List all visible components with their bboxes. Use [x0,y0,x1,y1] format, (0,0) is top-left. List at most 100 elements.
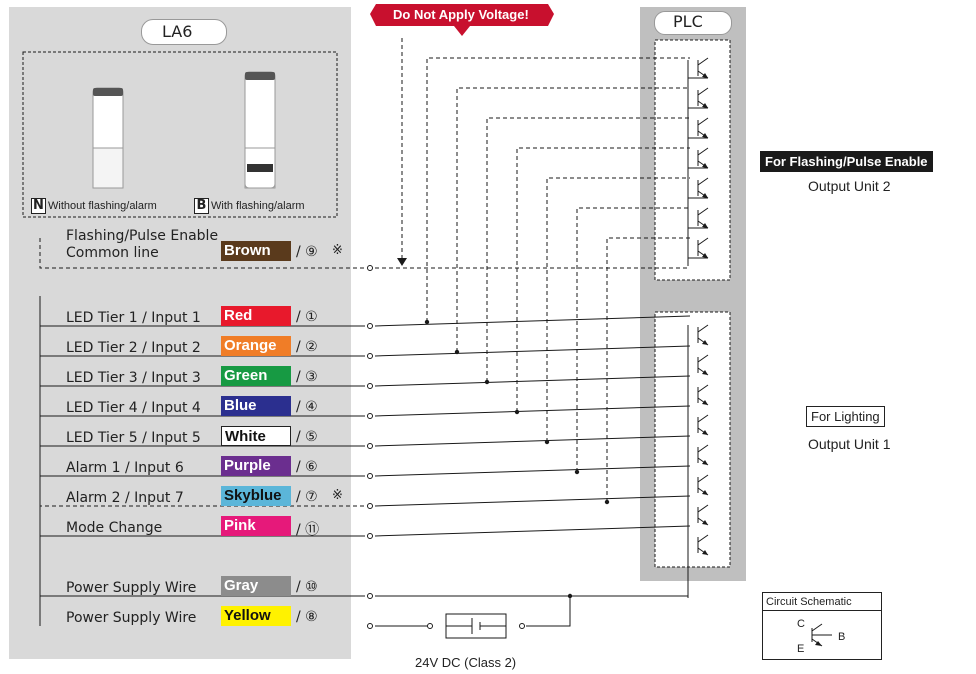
unit1-transistor-7-arrow [702,520,708,525]
power-to-plc [570,580,689,597]
flash-riser-4 [516,147,690,412]
unit2-transistor-5-collector [697,177,709,186]
wire-label-3: LED Tier 3 / Input 3 [66,370,201,386]
wire-color-red: Red [221,306,291,326]
signal-wire-8 [374,525,691,537]
unit1-transistor-5-collector [697,444,709,453]
unit2-transistor-3-arrow [702,133,708,138]
unit2-subtitle: Output Unit 2 [808,178,891,194]
riser-junction-5 [544,439,550,445]
flash-riser-1 [426,57,690,322]
wire-terminal-10 [367,623,373,629]
unit1-transistor-3-collector [697,384,709,393]
model-b-badge: B [194,198,209,214]
flash-riser-7 [606,237,690,502]
flash-riser-5 [546,177,690,442]
schematic-c: C [797,618,805,630]
wire-pin-2: / ② [296,339,318,355]
unit2-transistor-4-arrow [702,163,708,168]
battery-minus-terminal [519,623,525,629]
output-unit-2-box [654,39,731,281]
flash-terminal [367,265,373,271]
wire-label-5: LED Tier 5 / Input 5 [66,430,201,446]
tower-light-n-cap [93,88,123,96]
flash-common-to-plc [375,258,689,269]
unit1-transistor-7-collector [697,504,709,513]
flash-note: ※ [332,243,343,258]
unit1-transistor-3-arrow [702,400,708,405]
model-b-code: B [196,198,207,213]
signal-wire-5 [374,435,691,447]
schematic-arrow [815,641,822,646]
wire-terminal-3 [367,383,373,389]
wire-pin-10: / ⑧ [296,609,318,625]
wire-label-1: LED Tier 1 / Input 1 [66,310,201,326]
output-unit-1-box [654,311,731,568]
unit1-transistor-5-arrow [702,460,708,465]
la6-title-pill [141,19,227,45]
riser-junction-4 [514,409,520,415]
wire-color-blue: Blue [221,396,291,416]
wire-color-orange: Orange [221,336,291,356]
unit2-transistor-2-collector [697,87,709,96]
riser-junction-3 [484,379,490,385]
model-box [22,51,338,218]
wire-pin-5: / ⑤ [296,429,318,445]
wire-pin-9: / ⑩ [296,579,318,595]
wire-terminal-1 [367,323,373,329]
unit2-transistor-7-arrow [702,253,708,258]
signal-wire-2 [374,345,691,357]
flash-riser-3 [486,117,690,382]
warning-banner [370,4,554,36]
unit1-transistor-8-collector [697,534,709,543]
wire-color-gray: Gray [221,576,291,596]
wire-color-pink: Pink [221,516,291,536]
wire-label-2: LED Tier 2 / Input 2 [66,340,201,356]
unit2-transistor-7-collector [697,237,709,246]
wire-terminal-6 [367,473,373,479]
wire-label-10: Power Supply Wire [66,610,197,626]
signal-wire-4 [374,405,691,417]
wire-color-purple: Purple [221,456,291,476]
riser-junction-2 [454,349,460,355]
flash-riser-2 [456,87,690,352]
unit2-transistor-6-arrow [702,223,708,228]
unit2-transistor-6-collector [697,207,709,216]
unit2-transistor-4-collector [697,147,709,156]
unit2-transistor-2-arrow [702,103,708,108]
schematic-title-divider [762,610,882,611]
wire-label-7: Alarm 2 / Input 7 [66,490,184,506]
power-return-wire [526,596,571,627]
wire-label-8: Mode Change [66,520,163,536]
unit1-transistor-6-arrow [702,490,708,495]
riser-junction-1 [424,319,430,325]
wire-terminal-4 [367,413,373,419]
tower-light-b-base [244,147,276,189]
signal-wire-1 [374,315,691,327]
schematic-title: Circuit Schematic [766,596,852,608]
plc-title-pill [654,11,732,35]
battery-plus-terminal [427,623,433,629]
wire-color-white: White [221,426,291,446]
unit1-transistor-4-collector [697,414,709,423]
riser-junction-6 [574,469,580,475]
wire-label-6: Alarm 1 / Input 6 [66,460,184,476]
model-n-badge: N [31,198,46,214]
wire-label-9: Power Supply Wire [66,580,197,596]
wire-pin-4: / ④ [296,399,318,415]
tower-light-b-buzzer [247,164,273,172]
flash-riser-6 [576,207,690,472]
model-b-label: With flashing/alarm [211,200,305,212]
schematic-e: E [797,643,805,655]
wire-color-green: Green [221,366,291,386]
wire-color-skyblue: Skyblue [221,486,291,506]
unit2-transistor-3-collector [697,117,709,126]
warning-arrow-head [397,258,407,266]
unit1-title: For Lighting [806,406,885,427]
unit1-transistor-2-arrow [702,370,708,375]
unit2-transistor-1-collector [697,57,709,66]
schematic-b: B [838,631,846,643]
wire-label-4: LED Tier 4 / Input 4 [66,400,201,416]
plc-title: PLC [673,12,703,31]
